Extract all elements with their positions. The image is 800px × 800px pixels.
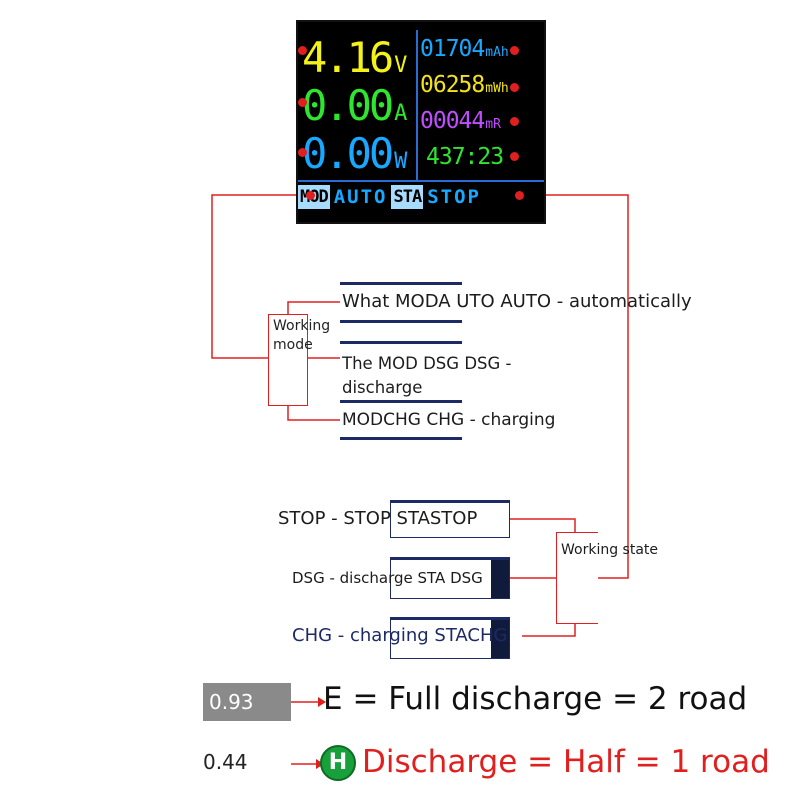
pointer-dot [515,191,524,200]
pointer-dot [510,152,519,161]
mode-tab-top [340,341,462,344]
voltage-value: 4.16 [302,33,394,82]
resistance-unit: mR [485,117,501,132]
state-item-chg: CHG - charging STACHG [292,625,508,646]
pointer-dot [510,46,519,55]
working-state-label: Working state [561,542,659,558]
pointer-dot [298,148,307,157]
h-badge-icon: H [320,745,356,781]
legend-e-text: E = Full discharge = 2 road [323,681,748,717]
power-unit: W [394,149,408,174]
working-mode-box: Working mode [268,314,330,406]
mode-tab-bottom [340,320,462,323]
time-value: 437:23 [426,144,504,170]
mod-value: AUTO [333,186,388,208]
energy-readout: 06258mWh [420,72,509,102]
legend-h-text: Discharge = Half = 1 road [362,744,770,780]
capacity-value: 01704 [420,36,485,62]
pointer-dot [298,98,307,107]
state-box-dsg [390,557,510,599]
h-badge-letter: H [328,750,348,775]
energy-unit: mWh [485,81,509,96]
h-value: 0.44 [203,750,248,774]
working-state-box [556,532,598,624]
pointer-dot [510,83,519,92]
sta-label: STA [391,185,424,209]
mode-item-dsg: The MOD DSG DSG - discharge [342,354,512,397]
pointer-dot [306,191,315,200]
capacity-unit: mAh [485,45,509,60]
state-box-chg [390,617,510,659]
resistance-readout: 00044mR [420,108,501,138]
mode-item-auto: What MODA UTO AUTO - automatically [342,291,692,312]
energy-value: 06258 [420,72,485,98]
state-item-dsg: DSG - discharge STA DSG [292,569,483,587]
time-readout: 437:23 [426,144,504,170]
sta-value: STOP [427,186,481,208]
lcd-separator [298,180,544,182]
lcd-status-bar: MOD AUTO STA STOP [298,184,544,210]
working-mode-label: Working mode [273,318,331,353]
pointer-dot [510,117,519,126]
state-item-stop: STOP - STOP STASTOP [278,508,478,529]
pointer-dot [298,46,307,55]
mode-tab-bottom [340,437,462,440]
e-value-chip: 0.93 [203,683,291,721]
current-unit: A [394,101,408,126]
resistance-value: 00044 [420,108,485,134]
power-value: 0.00 [302,129,394,178]
state-box-stop [390,500,510,538]
mode-item-chg: MODCHG CHG - charging [342,410,556,430]
capacity-readout: 01704mAh [420,36,509,66]
current-value: 0.00 [302,81,394,130]
lcd-divider [416,30,418,180]
mode-tab-top [340,282,462,285]
voltage-unit: V [394,53,408,78]
mode-tab-top [340,400,462,403]
